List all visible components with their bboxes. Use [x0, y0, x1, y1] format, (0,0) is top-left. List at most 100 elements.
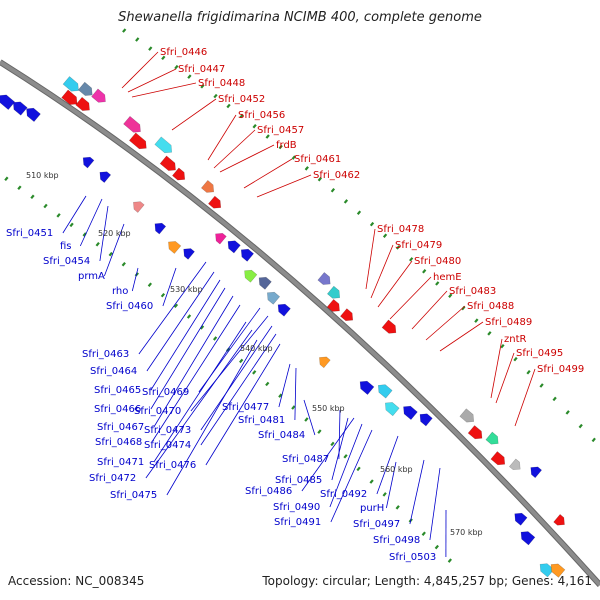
gene-feature: [459, 408, 475, 423]
tick-dot: [174, 64, 179, 70]
reverse-gene-label[interactable]: Sfri_0463: [82, 349, 129, 360]
reverse-gene-label[interactable]: Sfri_0476: [149, 460, 196, 471]
reverse-gene-label[interactable]: Sfri_0497: [353, 519, 400, 530]
gene-feature: [0, 94, 16, 110]
leader-line: [138, 261, 207, 355]
forward-gene-label[interactable]: Sfri_0452: [218, 94, 265, 105]
forward-gene-label[interactable]: Sfri_0457: [257, 125, 304, 136]
gene-feature: [82, 156, 95, 169]
reverse-gene-label[interactable]: Sfri_0474: [144, 440, 191, 451]
forward-gene-label[interactable]: Sfri_0447: [178, 64, 225, 75]
scale-label: 560 kbp: [380, 465, 413, 474]
tick-dot: [95, 242, 100, 247]
gene-feature: [381, 319, 397, 334]
forward-gene-label[interactable]: Sfri_0489: [485, 317, 532, 328]
reverse-gene-label[interactable]: Sfri_0472: [89, 473, 136, 484]
gene-feature: [128, 132, 147, 150]
leader-line: [495, 352, 515, 404]
tick-dot: [356, 466, 361, 472]
leader-line: [439, 321, 484, 352]
reverse-gene-label[interactable]: prmA: [78, 271, 105, 282]
tick-dot: [317, 429, 322, 434]
tick-dot: [578, 423, 583, 429]
gene-feature: [509, 458, 521, 471]
reverse-gene-label[interactable]: Sfri_0451: [6, 228, 53, 239]
gene-feature: [183, 248, 195, 260]
reverse-gene-label[interactable]: Sfri_0468: [95, 437, 142, 448]
leader-line: [131, 82, 197, 98]
forward-gene-label[interactable]: Sfri_0488: [467, 301, 514, 312]
scale-label: 540 kbp: [240, 344, 273, 353]
tick-dot: [435, 281, 440, 286]
reverse-gene-label[interactable]: Sfri_0503: [389, 552, 436, 563]
forward-gene-label[interactable]: Sfri_0480: [414, 256, 461, 267]
reverse-gene-label[interactable]: Sfri_0467: [97, 422, 144, 433]
forward-gene-label[interactable]: Sfri_0456: [238, 110, 285, 121]
reverse-gene-label[interactable]: Sfri_0486: [245, 486, 292, 497]
forward-gene-label[interactable]: Sfri_0495: [516, 348, 563, 359]
forward-gene-label[interactable]: Sfri_0479: [395, 240, 442, 251]
gene-features: [0, 76, 566, 578]
tick-dots: [4, 28, 596, 563]
forward-gene-label[interactable]: zntR: [504, 334, 527, 345]
reverse-gene-label[interactable]: Sfri_0490: [273, 502, 320, 513]
reverse-gene-label[interactable]: Sfri_0481: [238, 415, 285, 426]
reverse-gene-label[interactable]: Sfri_0492: [320, 489, 367, 500]
reverse-gene-label[interactable]: rho: [112, 286, 128, 297]
tick-dot: [343, 199, 349, 204]
leader-line: [219, 144, 275, 173]
gene-feature: [539, 563, 555, 578]
leader-line: [301, 417, 355, 492]
leader-line: [365, 228, 376, 290]
leader-line: [370, 244, 394, 299]
tick-dot: [17, 185, 22, 190]
reverse-gene-label[interactable]: Sfri_0475: [110, 490, 157, 501]
gene-feature: [61, 89, 78, 105]
forward-gene-label[interactable]: Sfri_0483: [449, 286, 496, 297]
forward-gene-label[interactable]: Sfri_0478: [377, 224, 424, 235]
reverse-gene-label[interactable]: Sfri_0485: [275, 475, 322, 486]
scale-label: 550 kbp: [312, 404, 345, 413]
leader-line: [278, 363, 291, 408]
forward-gene-label[interactable]: frdB: [276, 140, 297, 151]
gene-feature: [26, 107, 41, 122]
forward-gene-label[interactable]: hemE: [433, 272, 462, 283]
gene-feature: [467, 425, 483, 440]
forward-gene-label[interactable]: Sfri_0448: [198, 78, 245, 89]
tick-dot: [161, 55, 166, 61]
tick-dot: [148, 46, 153, 51]
gene-feature: [385, 402, 400, 417]
reverse-gene-label[interactable]: Sfri_0498: [373, 535, 420, 546]
tick-dot: [356, 210, 362, 215]
reverse-gene-label[interactable]: Sfri_0473: [144, 425, 191, 436]
gene-feature: [172, 167, 186, 181]
tick-dot: [187, 74, 192, 79]
reverse-gene-label[interactable]: Sfri_0484: [258, 430, 305, 441]
tick-dot: [382, 492, 387, 497]
leader-line: [409, 459, 425, 525]
forward-gene-label[interactable]: Sfri_0461: [294, 154, 341, 165]
reverse-gene-label[interactable]: Sfri_0477: [222, 402, 269, 413]
gene-feature: [154, 136, 173, 154]
gene-feature: [227, 240, 241, 254]
tick-dot: [369, 479, 374, 484]
reverse-gene-label[interactable]: Sfri_0464: [90, 366, 137, 377]
forward-gene-label[interactable]: Sfri_0462: [313, 170, 360, 181]
leader-line: [331, 417, 349, 481]
reverse-gene-label[interactable]: Sfri_0491: [274, 517, 321, 528]
tick-dot: [56, 213, 61, 218]
reverse-gene-label[interactable]: Sfri_0454: [43, 256, 90, 267]
backbone-arc-inner: [0, 60, 600, 587]
reverse-gene-label[interactable]: Sfri_0466: [94, 404, 141, 415]
reverse-gene-label[interactable]: purH: [360, 503, 384, 514]
forward-gene-label[interactable]: Sfri_0446: [160, 47, 207, 58]
reverse-gene-label[interactable]: fis: [60, 241, 72, 252]
reverse-gene-label[interactable]: Sfri_0469: [142, 387, 189, 398]
reverse-gene-label[interactable]: Sfri_0465: [94, 385, 141, 396]
reverse-gene-label[interactable]: Sfri_0470: [134, 406, 181, 417]
gene-feature: [240, 248, 254, 262]
reverse-gene-label[interactable]: Sfri_0487: [282, 454, 329, 465]
forward-gene-label[interactable]: Sfri_0499: [537, 364, 584, 375]
reverse-gene-label[interactable]: Sfri_0460: [106, 301, 153, 312]
reverse-gene-label[interactable]: Sfri_0471: [97, 457, 144, 468]
